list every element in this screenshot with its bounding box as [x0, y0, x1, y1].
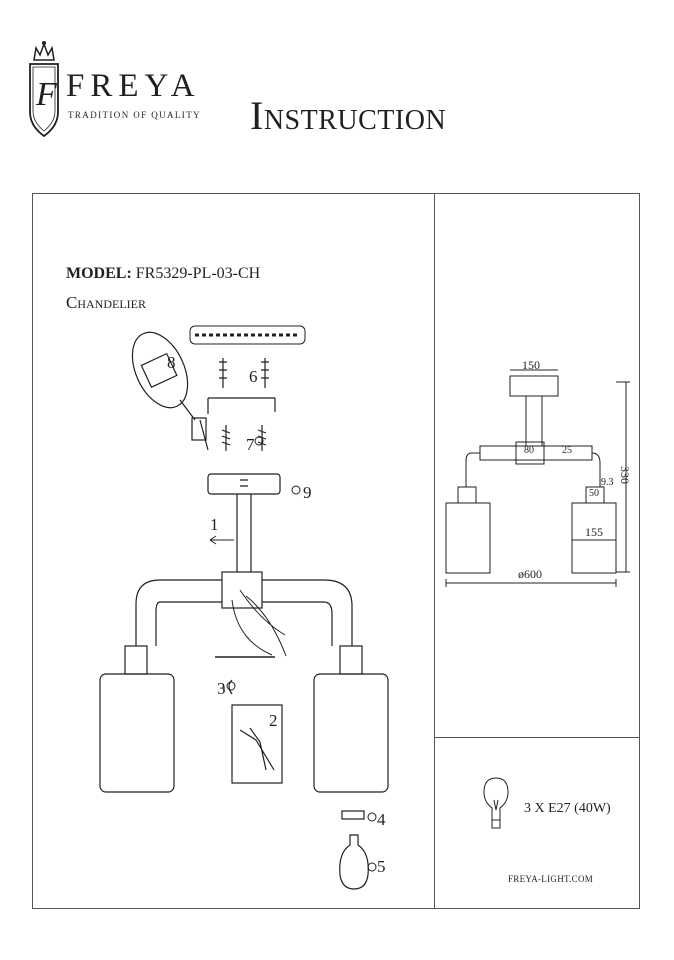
- center-body-icon: [221, 571, 263, 609]
- logo-monogram: F: [36, 76, 57, 113]
- content-frame: [32, 193, 640, 909]
- step-3-label: 3: [217, 679, 226, 698]
- horizontal-divider: [434, 737, 640, 738]
- step-1-label: 1: [210, 515, 219, 534]
- step-5-label: 5: [377, 857, 386, 876]
- step-2-label: 2: [269, 711, 278, 730]
- mounting-bracket-icon: [207, 397, 276, 414]
- brand-tagline: TRADITION OF QUALITY: [68, 110, 201, 120]
- dimension-holder: 50: [589, 488, 599, 499]
- canopy-icon: [207, 473, 281, 495]
- pliers-icon: [231, 704, 283, 784]
- step-9-label: 9: [303, 483, 312, 502]
- arm-icon: [135, 579, 353, 646]
- vertical-divider: [434, 193, 435, 909]
- product-type: Chandelier: [66, 293, 146, 312]
- step-7-label: 7: [246, 435, 255, 454]
- cap-icon: [223, 679, 233, 695]
- brand-name: FREYA: [66, 68, 201, 104]
- light-bulb-icon: [339, 834, 369, 890]
- ring-icon: [341, 810, 365, 820]
- terminal-block-magnified-icon: [131, 331, 209, 451]
- website-link[interactable]: FREYA-LIGHT.COM: [508, 874, 594, 884]
- document-title: Instruction: [250, 93, 447, 138]
- screws-bag-icon: [189, 325, 306, 345]
- model-line: MODEL: FR5329-PL-03-CH: [66, 266, 260, 282]
- wires-icon: [231, 589, 287, 657]
- step-6-label: 6: [249, 367, 258, 386]
- model-number: FR5329-PL-03-CH: [135, 265, 261, 282]
- step-8-label: 8: [167, 353, 176, 372]
- dimension-canopy-width: 150: [522, 358, 540, 372]
- dimension-total-diameter: ø600: [518, 567, 542, 581]
- step-4-label: 4: [377, 810, 386, 829]
- lamp-shade-icon: [99, 645, 389, 793]
- dimension-shade-height: 155: [585, 525, 603, 539]
- dimension-gap: 9.3: [601, 477, 614, 488]
- dimension-arm-diameter: 25: [562, 445, 572, 456]
- wall-plug-icon: [219, 358, 269, 388]
- bulb-spec: 3 X E27 (40W): [524, 801, 611, 816]
- model-label: MODEL:: [66, 265, 132, 282]
- rotate-arrow-icon: [209, 436, 377, 872]
- dimension-arm-center: 80: [524, 445, 534, 456]
- rod-icon: [236, 494, 252, 572]
